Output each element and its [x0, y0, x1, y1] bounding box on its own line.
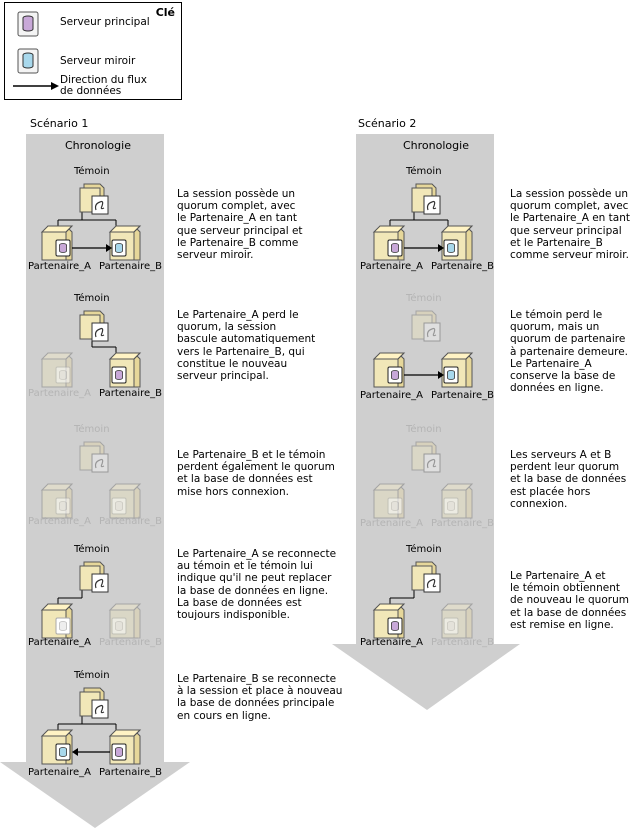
witness-label: Témoin — [406, 424, 442, 435]
s1-step5-text: Le Partenaire_B se reconnecte à la sessi… — [177, 673, 343, 722]
witness-label: Témoin — [74, 670, 110, 681]
s2-step1-text: La session possède un quorum complet, av… — [510, 188, 631, 262]
partner-b-label: Partenaire_B — [99, 767, 163, 778]
s1-step1-diagram — [41, 183, 141, 261]
witness-label: Témoin — [406, 293, 442, 304]
partner-a-label: Partenaire_A — [360, 518, 424, 529]
partner-b-label: Partenaire_B — [99, 388, 163, 399]
scenario2-title: Scénario 2 — [358, 117, 417, 130]
principal-db-icon — [17, 11, 39, 37]
arrow-icon — [13, 82, 59, 90]
legend-mirror-label: Serveur miroir — [60, 55, 136, 67]
witness-label: Témoin — [406, 166, 442, 177]
timeline-label-1: Chronologie — [65, 139, 131, 152]
legend-title: Clé — [155, 6, 175, 19]
partner-b-label: Partenaire_B — [431, 637, 495, 648]
partner-a-label: Partenaire_A — [28, 261, 92, 272]
legend-box: Clé Serveur principal Serveur miroir Dir… — [4, 2, 182, 100]
s2-step4-diagram — [373, 561, 473, 639]
s1-step4-diagram — [41, 561, 141, 639]
s2-step1-diagram — [373, 183, 473, 261]
witness-label: Témoin — [74, 166, 110, 177]
s1-step2-diagram — [41, 310, 141, 388]
legend-principal-label: Serveur principal — [60, 16, 150, 28]
partner-a-label: Partenaire_A — [28, 637, 92, 648]
s1-step5-diagram — [41, 687, 141, 765]
witness-label: Témoin — [74, 424, 110, 435]
s1-step3-text: Le Partenaire_B et le témoin perdent éga… — [177, 449, 335, 498]
partner-a-label: Partenaire_A — [28, 767, 92, 778]
timeline-label-2: Chronologie — [403, 139, 469, 152]
partner-b-label: Partenaire_B — [99, 261, 163, 272]
legend-flow-label: Direction du flux de données — [60, 74, 147, 97]
witness-label: Témoin — [74, 293, 110, 304]
s1-step4-text: Le Partenaire_A se reconnecte au témoin … — [177, 548, 337, 622]
witness-label: Témoin — [406, 544, 442, 555]
partner-a-label: Partenaire_A — [360, 637, 424, 648]
partner-b-label: Partenaire_B — [431, 261, 495, 272]
s2-step3-diagram — [373, 441, 473, 519]
mirror-db-icon — [17, 48, 39, 74]
partner-a-label: Partenaire_A — [28, 516, 92, 527]
scenario1-title: Scénario 1 — [30, 117, 89, 130]
timeline-arrow-2 — [332, 134, 520, 710]
s2-step3-text: Les serveurs A et B perdent leur quorum … — [510, 449, 627, 510]
partner-a-label: Partenaire_A — [360, 261, 424, 272]
witness-label: Témoin — [74, 544, 110, 555]
s1-step1-text: La session possède un quorum complet, av… — [177, 188, 303, 262]
timeline-arrow-1 — [0, 134, 190, 828]
partner-b-label: Partenaire_B — [431, 518, 495, 529]
s2-step4-text: Le Partenaire_A et le témoin obtiennent … — [510, 570, 629, 631]
s2-step2-diagram — [373, 310, 473, 388]
partner-b-label: Partenaire_B — [99, 516, 163, 527]
partner-b-label: Partenaire_B — [431, 390, 495, 401]
partner-a-label: Partenaire_A — [28, 388, 92, 399]
s1-step3-diagram — [41, 441, 141, 519]
partner-b-label: Partenaire_B — [99, 637, 163, 648]
s1-step2-text: Le Partenaire_A perd le quorum, la sessi… — [177, 309, 316, 383]
partner-a-label: Partenaire_A — [360, 390, 424, 401]
s2-step2-text: Le témoin perd le quorum, mais un quorum… — [510, 309, 629, 395]
